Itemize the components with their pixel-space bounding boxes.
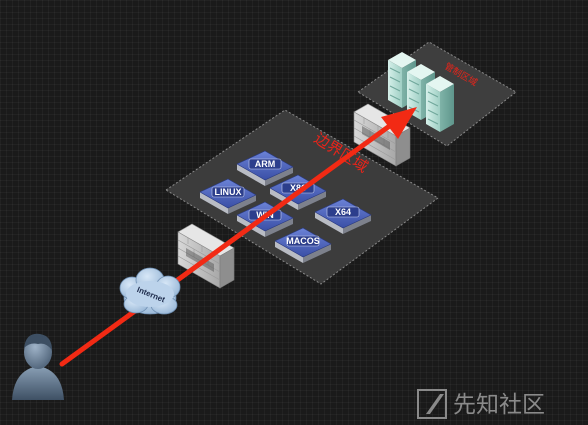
host-label-box [248, 158, 282, 170]
watermark-text: 先知社区 [453, 392, 545, 418]
host-label-box [211, 186, 245, 198]
watermark-logo-icon [417, 389, 447, 419]
host-label: ARM [255, 159, 276, 169]
cloud-icon: Internet [119, 267, 181, 315]
user-icon [12, 333, 64, 400]
host-label: MACOS [286, 236, 320, 246]
servers-group [388, 52, 454, 132]
host-label: X64 [335, 207, 351, 217]
firewall-icon [177, 223, 235, 289]
server-icon [426, 76, 454, 132]
host-arm: ARM [236, 150, 294, 186]
host-label-box [286, 235, 320, 247]
host-label: LINUX [215, 187, 242, 197]
watermark: 先知社区 [417, 389, 545, 419]
host-linux: LINUX [199, 178, 257, 214]
host-label: X86 [290, 183, 306, 193]
host-x64: X64 [314, 198, 372, 234]
host-label-box [326, 206, 360, 218]
attack-arrow [59, 107, 417, 367]
host-macos: MACOS [274, 227, 332, 263]
